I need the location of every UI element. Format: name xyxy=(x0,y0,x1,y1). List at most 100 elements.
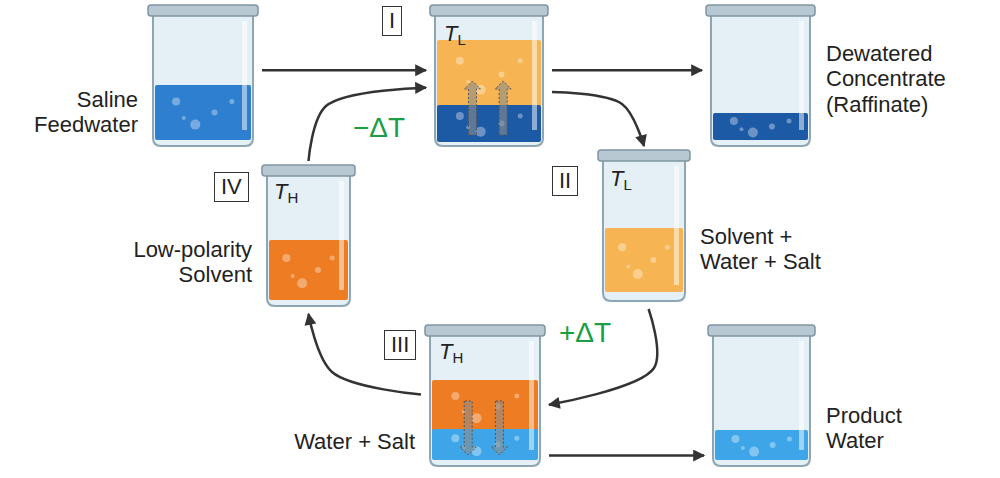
liquid-layer xyxy=(605,228,683,292)
bubble xyxy=(730,117,738,125)
bubble xyxy=(476,127,486,137)
temperature-subscript: H xyxy=(287,189,298,206)
transfer-arrow xyxy=(460,401,476,455)
bubble xyxy=(330,256,335,261)
beaker: Product Water xyxy=(708,325,815,470)
glass-highlight xyxy=(339,181,344,290)
step-number: IV xyxy=(214,172,249,202)
beaker-label: Water + Salt xyxy=(273,429,415,454)
glass-highlight xyxy=(529,341,534,450)
flow-arrow xyxy=(549,309,657,405)
glass-highlight xyxy=(532,21,537,130)
flow-arrow xyxy=(552,92,644,146)
liquid-layer xyxy=(155,85,251,140)
bubble xyxy=(172,98,180,106)
flow-arrow xyxy=(309,314,422,395)
temperature-label: TL xyxy=(610,166,632,193)
bubble xyxy=(190,120,200,130)
beaker-glass xyxy=(430,335,540,466)
temperature-symbol: T xyxy=(610,166,623,191)
step-number: II xyxy=(552,166,578,196)
liquid-layer xyxy=(269,240,348,300)
beaker-drawing xyxy=(708,325,815,470)
bubble xyxy=(741,446,745,450)
beaker-label: Saline Feedwater xyxy=(0,87,138,138)
temperature-label: TH xyxy=(439,339,463,366)
bubble xyxy=(787,119,792,124)
bubble xyxy=(498,72,504,78)
bubble xyxy=(514,436,519,441)
beaker-lid xyxy=(708,325,815,336)
temperature-change-label: +ΔT xyxy=(556,318,614,349)
beaker-label: Product Water xyxy=(826,403,956,454)
bubble xyxy=(291,274,295,278)
temperature-label: TL xyxy=(444,21,466,48)
beaker-lid xyxy=(262,165,355,176)
flow-arrow xyxy=(262,69,426,72)
temperature-symbol: T xyxy=(444,21,457,46)
bubble xyxy=(282,254,290,262)
bubble xyxy=(626,264,630,268)
beaker-glass xyxy=(267,175,350,306)
bubble xyxy=(518,114,523,119)
liquid-layer xyxy=(432,429,538,460)
bubble xyxy=(466,79,470,83)
bubble xyxy=(456,112,464,120)
flow-arrow xyxy=(549,454,704,457)
bubble xyxy=(229,99,234,104)
step-number-box: III xyxy=(384,330,416,360)
bubble xyxy=(731,435,739,443)
liquid-layer xyxy=(713,113,808,140)
beaker: Saline Feedwater xyxy=(148,5,258,150)
glass-highlight xyxy=(242,21,247,130)
bubble xyxy=(315,267,321,273)
temperature-symbol: T xyxy=(274,179,287,204)
temperature-change-label: −ΔT xyxy=(350,113,408,144)
bubble xyxy=(748,127,758,137)
beaker-lid xyxy=(598,150,690,161)
beaker-glass xyxy=(713,335,810,466)
bubble xyxy=(212,110,218,116)
bubble xyxy=(770,442,776,448)
bubble xyxy=(650,257,656,263)
beaker: TLSolvent + Water + Salt xyxy=(598,150,690,305)
beaker-glass xyxy=(711,15,810,146)
bubble xyxy=(740,127,744,131)
beaker-glass xyxy=(603,160,685,301)
transfer-arrow xyxy=(464,81,480,135)
temperature-subscript: L xyxy=(457,31,465,48)
liquid-layer xyxy=(715,430,808,460)
step-number-box: IV xyxy=(214,172,249,202)
beaker: THLow-polarity Solvent xyxy=(262,165,355,310)
temperature-symbol: T xyxy=(439,339,452,364)
transfer-arrow xyxy=(491,401,507,455)
glass-highlight xyxy=(799,21,804,130)
step-number: III xyxy=(384,330,416,360)
liquid-layer xyxy=(437,105,541,142)
bubble xyxy=(665,245,670,250)
bubble xyxy=(787,437,792,442)
step-number: I xyxy=(382,6,402,36)
bubble xyxy=(451,434,459,442)
beaker-lid xyxy=(148,5,258,16)
step-number-box: I xyxy=(382,6,402,36)
flow-arrow xyxy=(552,69,702,72)
bubble xyxy=(182,116,186,120)
beaker-lid xyxy=(706,5,815,16)
temperature-subscript: L xyxy=(623,176,631,193)
beaker: Dewatered Concentrate (Raffinate) xyxy=(706,5,815,150)
beaker: THWater + Salt xyxy=(425,325,545,470)
liquid-layer xyxy=(432,380,538,433)
bubble xyxy=(769,124,775,130)
beaker-label: Dewatered Concentrate (Raffinate) xyxy=(826,41,991,117)
beaker: TL xyxy=(430,5,548,150)
bubble xyxy=(297,278,307,288)
bubble xyxy=(518,58,523,63)
beaker-lid xyxy=(430,5,548,16)
beaker-drawing xyxy=(706,5,815,150)
bubble xyxy=(472,413,482,423)
bubble xyxy=(514,393,519,398)
step-number-box: II xyxy=(552,166,578,196)
bubble xyxy=(633,269,643,279)
